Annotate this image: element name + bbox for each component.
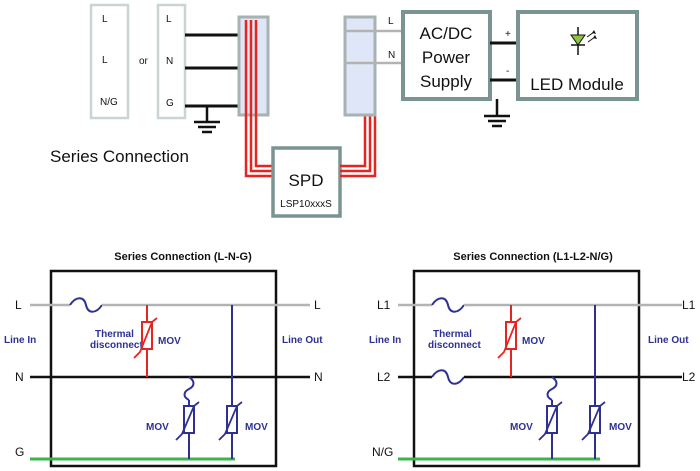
led-icon (570, 27, 597, 55)
led-module-label: LED Module (530, 75, 624, 94)
led-module-box[interactable] (516, 10, 639, 101)
psu-terminal-n: N (388, 50, 395, 61)
source-b-label-1: L (166, 14, 172, 25)
panel-left-label-l: L (15, 298, 22, 312)
panel-left-mov-lg (218, 305, 243, 459)
source-b-label-3: G (166, 98, 174, 109)
psu-terminal-l: L (388, 16, 394, 27)
panel-left-mov-label-2: MOV (146, 422, 169, 433)
panel-right-mov-label-1: MOV (522, 336, 545, 347)
input-terminal-block (237, 15, 270, 117)
panel-left-label-n-out: N (314, 370, 323, 384)
output-terminal-block (343, 15, 377, 117)
psu-box[interactable] (401, 10, 492, 101)
panel-right-thermal-1: Thermal (433, 329, 472, 340)
panel-right-label-ng: N/G (372, 445, 393, 459)
panel-right-box (412, 269, 641, 468)
source-a-label-1: L (102, 14, 108, 25)
panel-right-thermal-icon-2 (431, 369, 465, 385)
panel-left-label-n: N (15, 370, 24, 384)
panel-left-mov-ln (133, 305, 158, 377)
spd-title: SPD (289, 171, 324, 190)
panel-left-label-l-out: L (314, 298, 321, 312)
plus-sign: + (505, 29, 511, 40)
source-a-label-3: N/G (100, 97, 118, 108)
source-a-box (89, 3, 130, 120)
psu-ground-icon (484, 99, 510, 128)
psu-line-3: Supply (420, 72, 472, 91)
panel-right-mov-l1ng (581, 305, 606, 459)
panel-right-label-l2: L2 (377, 370, 391, 384)
panel-right-mov-l2ng (538, 376, 563, 459)
panel-left-thermal-1: Thermal (95, 329, 134, 340)
panel-right-thermal-icon-1 (431, 297, 465, 313)
panel-left-line-in: Line In (4, 335, 36, 346)
panel-right-label-l1: L1 (377, 298, 391, 312)
panel-right-thermal-2: disconnect (428, 340, 481, 351)
spd-red-wires-left (244, 20, 274, 178)
source-b-label-2: N (166, 56, 173, 67)
panel-right-line-in: Line In (369, 335, 401, 346)
panel-right-mov-label-2: MOV (510, 422, 533, 433)
series-connection-caption: Series Connection (50, 147, 189, 166)
minus-sign: - (506, 66, 509, 77)
ground-icon (194, 106, 220, 134)
panel-left-mov-label-1: MOV (158, 336, 181, 347)
panel-right-mov-l1l2 (497, 305, 522, 377)
panel-right-title: Series Connection (L1-L2-N/G) (453, 251, 613, 263)
spd-model: LSP10xxxS (280, 199, 332, 210)
psu-line-1: AC/DC (420, 24, 473, 43)
panel-right-line-out: Line Out (648, 335, 689, 346)
panel-left-mov-label-3: MOV (245, 422, 268, 433)
panel-left-line-out: Line Out (282, 335, 323, 346)
source-a-label-2: L (102, 55, 108, 66)
spd-box[interactable] (271, 146, 342, 218)
psu-line-2: Power (422, 48, 471, 67)
panel-left-title: Series Connection (L-N-G) (114, 251, 252, 263)
panel-left-thermal-2: disconnect (90, 340, 143, 351)
panel-left-box (49, 269, 278, 468)
or-text: or (139, 56, 149, 67)
source-b-box (156, 3, 187, 120)
panel-left-thermal-icon (69, 297, 103, 313)
panel-right-mov-label-3: MOV (609, 422, 632, 433)
panel-left-mov-ng (175, 376, 200, 459)
panel-right-label-l2-out: L2 (682, 370, 696, 384)
panel-right-label-l1-out: L1 (682, 298, 696, 312)
panel-left-label-g: G (15, 445, 24, 459)
